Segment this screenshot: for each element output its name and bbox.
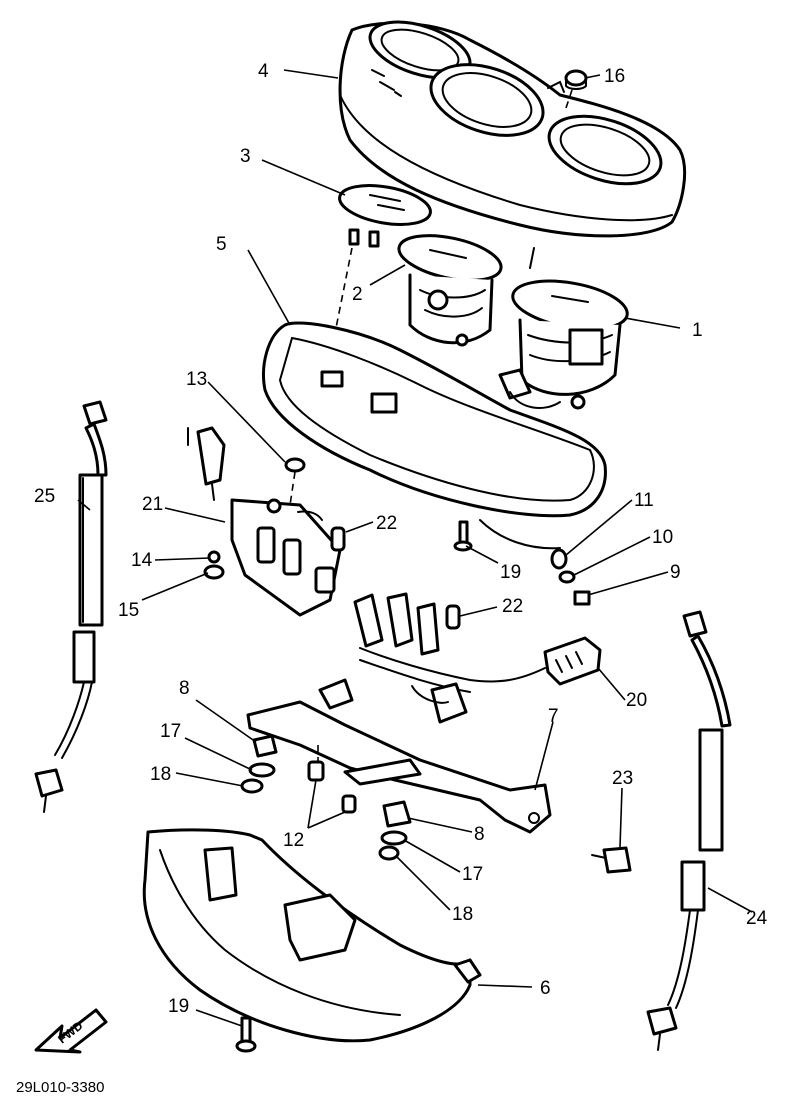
fwd-arrow-icon: FWD — [34, 1008, 108, 1054]
callout-9: 9 — [670, 562, 681, 583]
nut-washer-parts-9-10-11 — [550, 548, 591, 606]
screw-part-19-lower — [235, 1016, 257, 1053]
screw-part-19-upper — [453, 520, 473, 552]
callout-1: 1 — [692, 320, 703, 341]
callout-8b: 8 — [474, 824, 485, 845]
callout-13: 13 — [186, 369, 207, 390]
callout-20: 20 — [626, 690, 647, 711]
indicator-plate-part-3 — [327, 184, 432, 369]
callout-25: 25 — [34, 486, 55, 507]
socket-harness-part-20 — [353, 592, 602, 724]
tachometer-cable-part-25 — [34, 400, 108, 813]
meter-case-part-5 — [262, 321, 607, 550]
figure-code: 29L010-3380 — [16, 1079, 104, 1096]
callout-16: 16 — [604, 66, 625, 87]
callout-15: 15 — [118, 600, 139, 621]
grommet-stack-left — [240, 734, 278, 794]
callout-18b: 18 — [452, 904, 473, 925]
callout-10: 10 — [652, 527, 673, 548]
speedometer-part-1 — [498, 247, 629, 410]
speedometer-cable-part-24 — [646, 610, 732, 1051]
bulb-part-22-upper — [330, 526, 346, 552]
callout-labels: 1 2 3 4 5 6 7 8 8 9 10 11 12 13 14 15 16… — [34, 61, 768, 1017]
callout-22b: 22 — [502, 596, 523, 617]
nut-part-13 — [284, 457, 306, 506]
callout-23: 23 — [612, 768, 633, 789]
callout-11: 11 — [634, 490, 654, 511]
callout-3: 3 — [240, 146, 251, 167]
callout-6: 6 — [540, 978, 551, 999]
callout-8a: 8 — [179, 678, 190, 699]
tachometer-part-2 — [397, 234, 503, 347]
callout-4: 4 — [258, 61, 269, 82]
callout-2: 2 — [352, 284, 363, 305]
wire-harness-part-21 — [187, 426, 342, 617]
meter-upper-cover — [338, 20, 687, 238]
callout-18a: 18 — [150, 764, 171, 785]
callout-5: 5 — [216, 234, 227, 255]
callout-19a: 19 — [500, 562, 521, 583]
callout-12: 12 — [283, 830, 304, 851]
bulb-part-22-lower — [445, 604, 461, 630]
cap-part-16 — [564, 69, 588, 109]
grommet-parts-14-15 — [203, 550, 225, 580]
callout-19b: 19 — [168, 996, 189, 1017]
callout-17a: 17 — [160, 721, 181, 742]
callout-22a: 22 — [376, 513, 397, 534]
callout-17b: 17 — [462, 864, 483, 885]
meter-bracket-part-7 — [246, 678, 552, 834]
leader-lines — [77, 69, 753, 1027]
grommet-stack-right — [378, 800, 412, 861]
callout-7: 7 — [548, 706, 559, 727]
callout-14: 14 — [131, 550, 153, 571]
callout-24: 24 — [746, 908, 768, 929]
bolt-part-23 — [591, 846, 632, 874]
collar-part-12 — [307, 760, 357, 814]
callout-21: 21 — [142, 494, 163, 515]
lower-cover-part-6 — [142, 828, 482, 1043]
